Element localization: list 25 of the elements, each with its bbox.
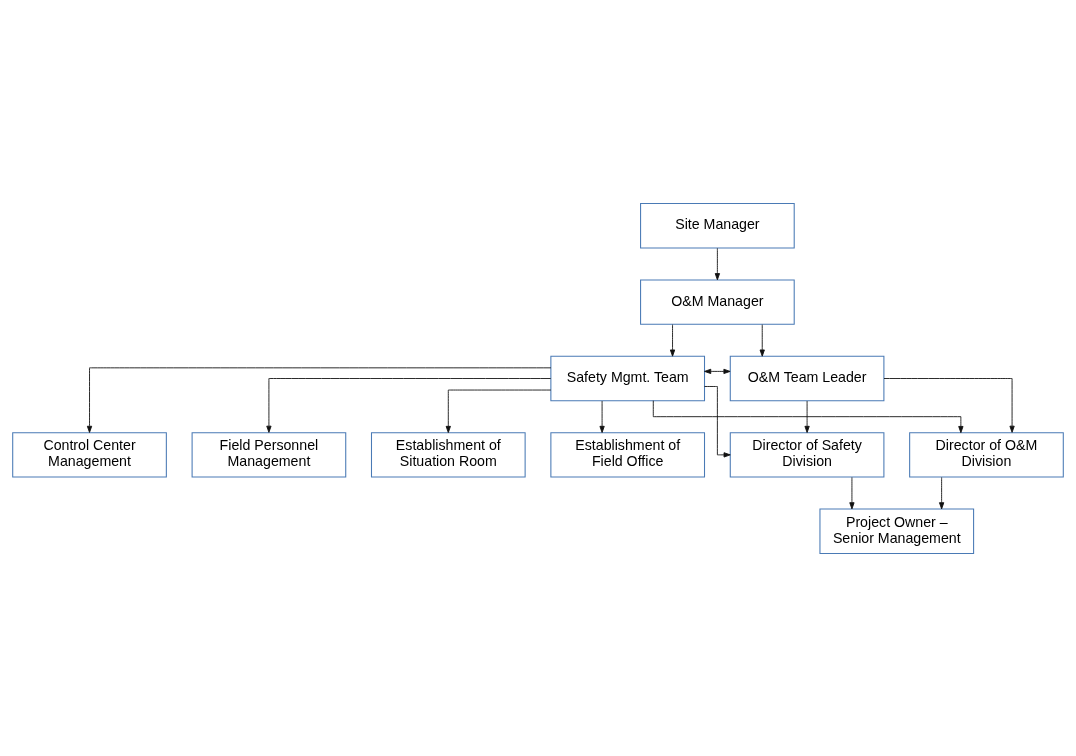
arrow	[759, 323, 765, 357]
node-box: Field Personnel Management	[191, 431, 347, 478]
arrow	[849, 476, 855, 509]
node-box: Safety Mgmt. Team	[550, 355, 706, 401]
node-box: Control Center Management	[12, 431, 167, 478]
arrow	[704, 368, 731, 374]
node-box: Director of Safety Division	[729, 431, 885, 478]
node-box: Project Owner – Senior Management	[819, 508, 975, 554]
arrow	[704, 385, 731, 457]
arrow	[445, 389, 552, 433]
arrow	[86, 366, 552, 433]
arrow	[939, 476, 945, 509]
arrow	[804, 400, 810, 433]
node-box: Establishment of Situation Room	[370, 431, 526, 478]
node-box: O&M Manager	[640, 278, 795, 325]
arrow	[669, 323, 676, 357]
arrow	[714, 247, 720, 280]
node-box: O&M Team Leader	[729, 355, 885, 401]
arrow	[652, 399, 964, 433]
arrow	[883, 377, 1015, 433]
node-box: Establishment of Field Office	[550, 431, 706, 478]
node-box: Site Manager	[640, 202, 795, 248]
arrow	[599, 400, 605, 433]
node-box: Director of O&M Division	[909, 431, 1064, 478]
arrow	[266, 377, 552, 433]
